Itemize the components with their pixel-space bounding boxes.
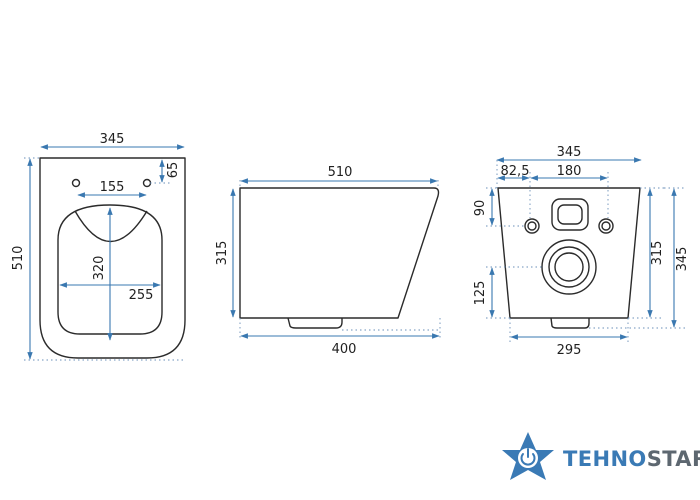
outlet-ring-outer xyxy=(541,239,597,295)
outlet-ring-middle xyxy=(548,246,590,288)
front-view: 345 155 65 320 255 510 xyxy=(11,132,186,361)
hole-offset-label: 65 xyxy=(166,162,181,179)
side-height-label: 315 xyxy=(215,241,230,266)
bolt-hole-left-outer xyxy=(524,218,540,234)
rear-total-height-label: 345 xyxy=(675,247,690,272)
bolt-hole-left-inner xyxy=(527,221,537,231)
seat-width-label: 255 xyxy=(129,288,154,303)
bolt-hole-right-outer xyxy=(598,218,614,234)
water-inlet-inner xyxy=(557,204,583,225)
rear-width-bottom-label: 295 xyxy=(557,343,582,358)
front-height-label: 510 xyxy=(11,246,26,271)
rear-height-label: 315 xyxy=(650,241,665,266)
side-view: 510 315 400 xyxy=(215,165,441,357)
bolt-hole-right-inner xyxy=(601,221,611,231)
outlet-ring-inner xyxy=(554,252,584,282)
front-view-bowl-opening xyxy=(57,204,163,335)
front-width-label: 345 xyxy=(100,132,125,147)
side-top-length-label: 510 xyxy=(328,165,353,180)
rear-width-top-label: 345 xyxy=(557,145,582,160)
outlet-height-label: 125 xyxy=(473,281,488,306)
mounting-hole-right xyxy=(142,178,152,188)
side-view-foot xyxy=(287,317,343,329)
front-view-rim-cutout xyxy=(74,210,148,242)
mounting-hole-left xyxy=(71,178,81,188)
brand-logo: TEHNOSTAR xyxy=(502,432,700,480)
rear-view-foot xyxy=(550,317,590,329)
water-inlet-outer xyxy=(551,198,589,231)
brand-name-part1: TEHNO xyxy=(563,447,647,471)
rear-top-offset-label: 90 xyxy=(473,200,488,217)
rear-offset-label: 82,5 xyxy=(501,164,530,179)
hole-spacing-label: 155 xyxy=(100,180,125,195)
seat-depth-label: 320 xyxy=(92,256,107,281)
star-power-icon xyxy=(502,432,554,480)
brand-name: TEHNOSTAR xyxy=(563,447,700,471)
front-view-outline xyxy=(39,157,186,359)
rear-view: 345 82,5 180 90 125 315 345 295 xyxy=(473,145,690,358)
side-bottom-length-label: 400 xyxy=(332,342,357,357)
brand-name-part2: STAR xyxy=(647,447,700,471)
side-view-outline xyxy=(239,187,440,319)
bolt-spacing-label: 180 xyxy=(557,164,582,179)
